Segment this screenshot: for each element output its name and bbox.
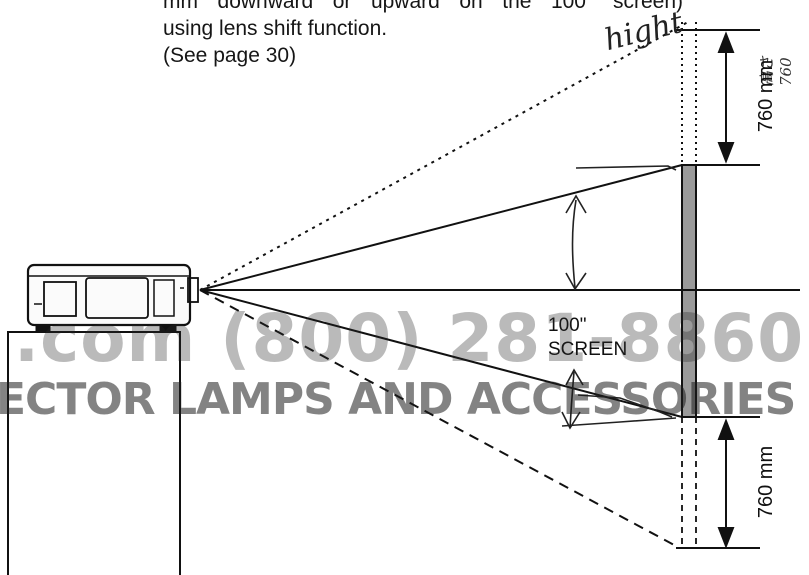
watermark-phone: .com (800) 281-8860 xyxy=(14,300,805,377)
bottom-offset-label: 760 mm xyxy=(755,445,777,519)
handwritten-marks xyxy=(561,165,677,430)
screen-shift-range-lines xyxy=(681,22,697,165)
note-line-1: mm downward or upward on the 100" screen… xyxy=(163,0,683,13)
watermark-tagline: ECTOR LAMPS AND ACCESSORIES xyxy=(0,374,796,425)
note-line-2: using lens shift function. xyxy=(163,17,388,40)
top-offset-label: 760 mm xyxy=(755,59,777,133)
screen-shift-range-lines-lower xyxy=(681,417,697,546)
dimension-arrow-bottom xyxy=(717,418,735,549)
reference-lines xyxy=(200,29,800,549)
instruction-note: mm downward or upward on the 100" screen… xyxy=(163,0,683,69)
note-line-3: (See page 30) xyxy=(163,44,297,67)
screen-size-label: 100" SCREEN xyxy=(548,314,627,362)
screen-word: SCREEN xyxy=(548,339,628,360)
projector xyxy=(26,263,199,332)
projector-stand xyxy=(7,331,181,575)
dimension-arrow-top xyxy=(717,31,735,164)
screen-size-value: 100" xyxy=(548,315,587,336)
beam-lines xyxy=(199,21,689,547)
